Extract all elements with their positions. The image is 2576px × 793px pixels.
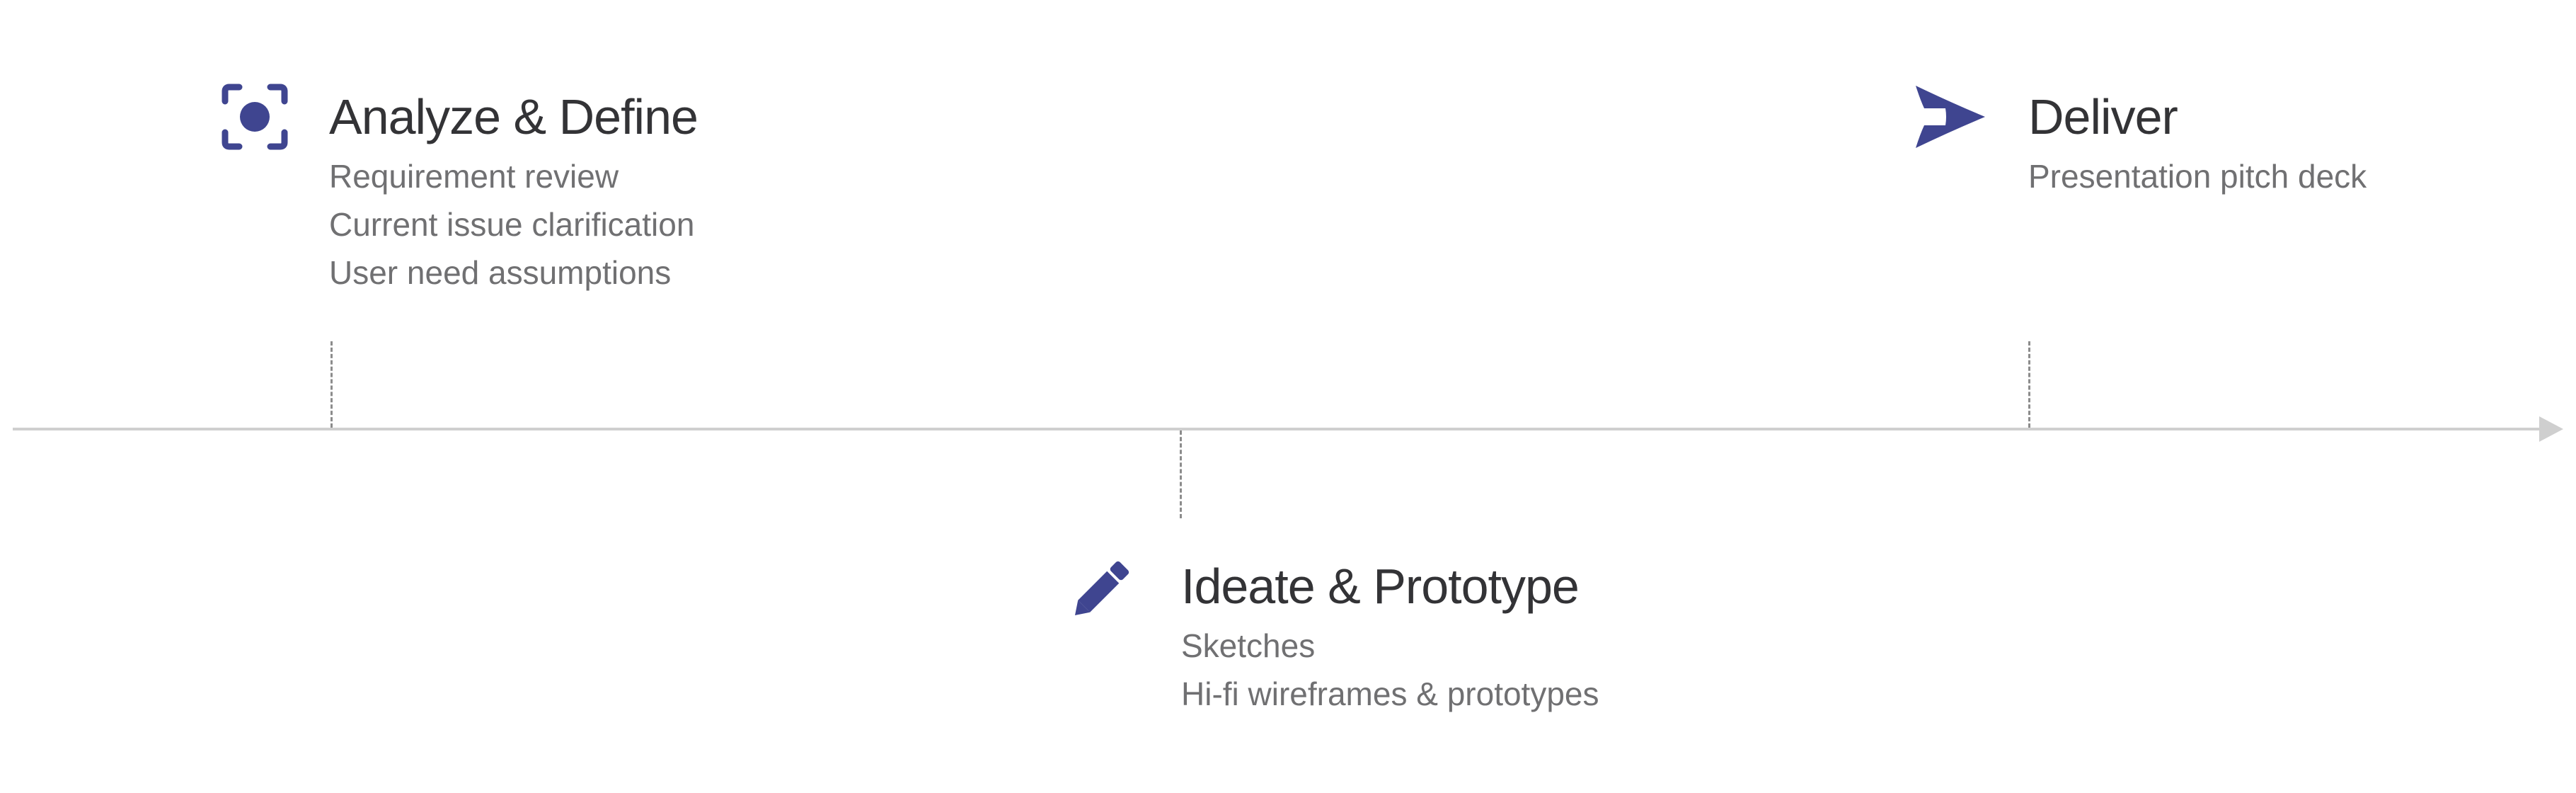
phase-items: Presentation pitch deck bbox=[2028, 152, 2367, 200]
tick-ideate-prototype bbox=[1180, 430, 1182, 518]
phase-text: Ideate & Prototype Sketches Hi-fi wirefr… bbox=[1181, 551, 1599, 718]
phase-text: Deliver Presentation pitch deck bbox=[2028, 81, 2367, 200]
phase-item: Presentation pitch deck bbox=[2028, 158, 2367, 195]
focus-target-icon bbox=[219, 81, 290, 152]
phase-item: Current issue clarification bbox=[329, 206, 695, 243]
phase-item: User need assumptions bbox=[329, 254, 672, 291]
phase-title: Ideate & Prototype bbox=[1181, 559, 1580, 614]
tick-deliver bbox=[2028, 341, 2030, 428]
phase-items: Requirement review Current issue clarifi… bbox=[329, 152, 698, 297]
tick-analyze-define bbox=[330, 341, 333, 428]
phase-items: Sketches Hi-fi wireframes & prototypes bbox=[1181, 622, 1599, 718]
phase-title: Analyze & Define bbox=[329, 89, 698, 144]
phase-text: Analyze & Define Requirement review Curr… bbox=[329, 81, 698, 297]
pencil-icon bbox=[1069, 551, 1139, 622]
phase-item: Sketches bbox=[1181, 627, 1316, 664]
timeline-axis bbox=[13, 428, 2541, 430]
phase-item: Requirement review bbox=[329, 158, 619, 195]
phase-title: Deliver bbox=[2028, 89, 2178, 144]
timeline-arrow-head bbox=[2539, 416, 2563, 442]
paper-plane-icon bbox=[1914, 81, 1985, 152]
phase-item: Hi-fi wireframes & prototypes bbox=[1181, 675, 1599, 712]
